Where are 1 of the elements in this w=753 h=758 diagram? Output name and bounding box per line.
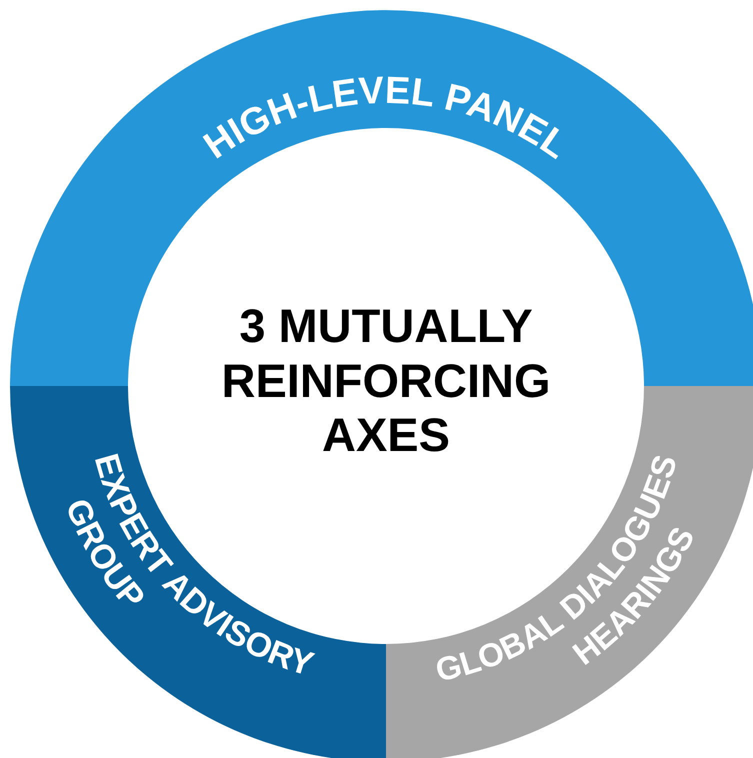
center-title: 3 MUTUALLY REINFORCING AXES	[220, 298, 552, 464]
